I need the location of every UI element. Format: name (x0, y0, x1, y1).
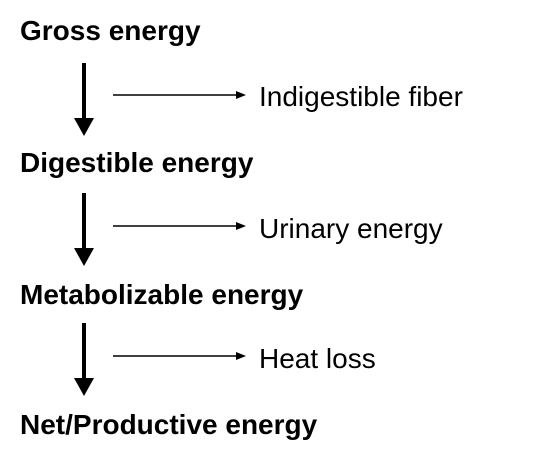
down-arrow-icon (74, 323, 94, 396)
loss-heat-loss: Heat loss (259, 343, 376, 374)
right-arrow-icon (113, 91, 246, 99)
down-arrow-icon (74, 63, 94, 136)
right-arrow-icon (113, 222, 246, 230)
stage-digestible-energy: Digestible energy (20, 147, 254, 178)
stage-metabolizable-energy: Metabolizable energy (20, 279, 304, 310)
stage-net-productive-energy: Net/Productive energy (20, 409, 318, 440)
loss-urinary-energy: Urinary energy (259, 213, 443, 244)
stage-gross-energy: Gross energy (20, 15, 201, 46)
loss-indigestible-fiber: Indigestible fiber (259, 81, 463, 112)
right-arrow-icon (113, 352, 246, 360)
down-arrow-icon (74, 193, 94, 266)
